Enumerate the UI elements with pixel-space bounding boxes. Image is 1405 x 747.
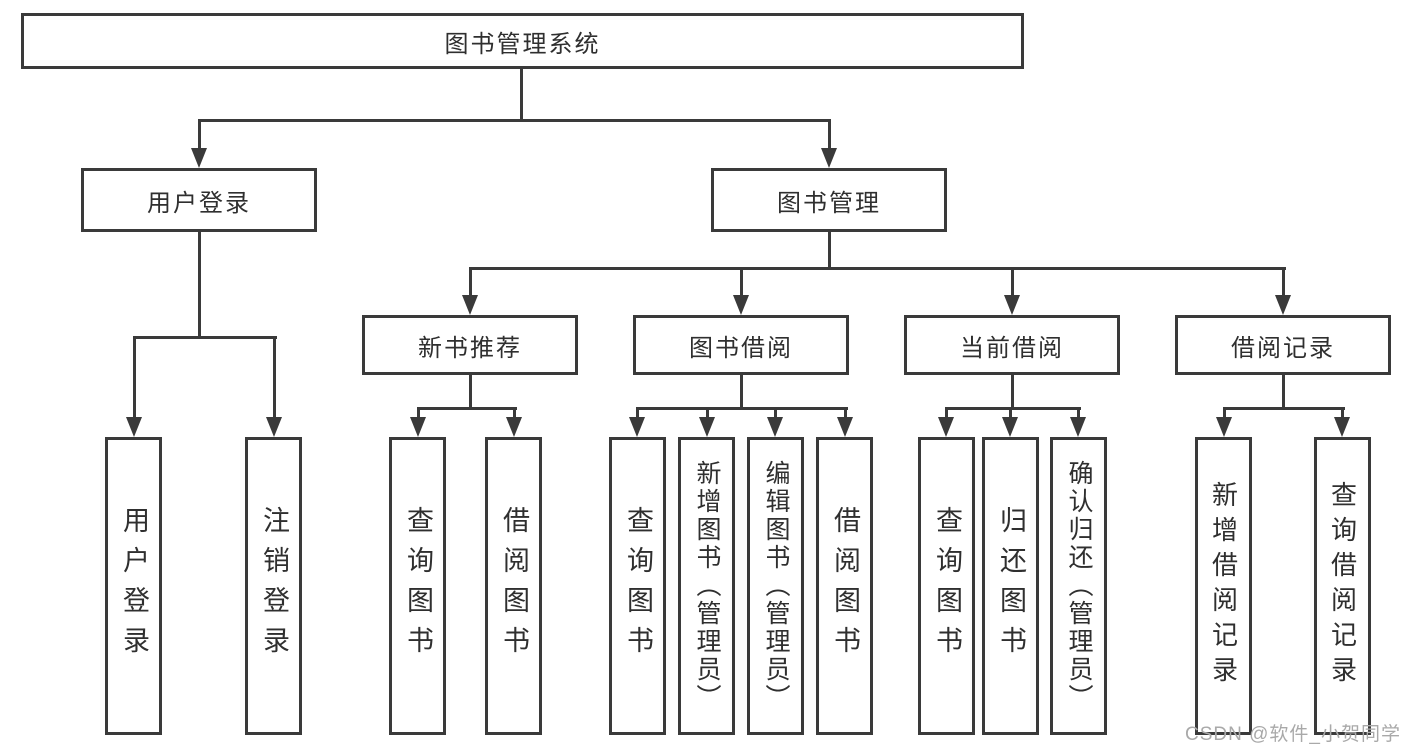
leaf-label: 借阅图书 bbox=[830, 506, 860, 666]
node-new-book-recommend: 新书推荐 bbox=[362, 315, 578, 375]
connector-line bbox=[469, 267, 1286, 270]
node-book-borrowing: 图书借阅 bbox=[633, 315, 849, 375]
arrow-down-icon bbox=[266, 417, 282, 437]
leaf-label: 借阅图书 bbox=[499, 506, 529, 666]
leaf-label: 查询图书 bbox=[623, 506, 653, 666]
arrow-down-icon bbox=[191, 148, 207, 168]
connector-line bbox=[636, 407, 848, 410]
connector-line bbox=[706, 407, 709, 419]
node-label: 新书推荐 bbox=[418, 334, 522, 362]
node-borrowing-records: 借阅记录 bbox=[1175, 315, 1391, 375]
connector-line bbox=[1223, 407, 1226, 419]
arrow-down-icon bbox=[126, 417, 142, 437]
connector-line bbox=[1011, 267, 1014, 297]
leaf-add-books-admin: 新增图书（管理员） bbox=[678, 437, 735, 735]
connector-line bbox=[1282, 267, 1285, 297]
connector-line bbox=[417, 407, 420, 419]
leaf-label: 新增借阅记录 bbox=[1208, 481, 1239, 691]
leaf-user-login: 用户登录 bbox=[105, 437, 162, 735]
leaf-borrow-books-recommend: 借阅图书 bbox=[485, 437, 542, 735]
leaf-label: 确认归还（管理员） bbox=[1065, 460, 1093, 712]
connector-line bbox=[198, 232, 201, 339]
connector-line bbox=[469, 375, 472, 410]
arrow-down-icon bbox=[1334, 417, 1350, 437]
connector-line bbox=[740, 267, 743, 297]
csdn-watermark: CSDN @软件_小贺同学 bbox=[1185, 724, 1401, 745]
connector-line bbox=[828, 119, 831, 150]
leaf-label: 归还图书 bbox=[996, 506, 1026, 666]
arrow-down-icon bbox=[629, 417, 645, 437]
arrow-down-icon bbox=[699, 417, 715, 437]
leaf-confirm-return-admin: 确认归还（管理员） bbox=[1050, 437, 1107, 735]
leaf-label: 编辑图书（管理员） bbox=[762, 460, 790, 712]
connector-line bbox=[1011, 375, 1014, 410]
leaf-edit-books-admin: 编辑图书（管理员） bbox=[747, 437, 804, 735]
leaf-label: 查询借阅记录 bbox=[1327, 481, 1358, 691]
connector-line bbox=[636, 407, 639, 419]
arrow-down-icon bbox=[410, 417, 426, 437]
arrow-down-icon bbox=[821, 148, 837, 168]
connector-line bbox=[1077, 407, 1080, 419]
connector-line bbox=[198, 119, 831, 122]
node-label: 借阅记录 bbox=[1231, 334, 1335, 362]
connector-line bbox=[1282, 375, 1285, 410]
connector-line bbox=[198, 119, 201, 150]
node-user-login: 用户登录 bbox=[81, 168, 317, 232]
connector-line bbox=[1223, 407, 1345, 410]
connector-line bbox=[945, 407, 948, 419]
leaf-query-books-borrowing: 查询图书 bbox=[609, 437, 666, 735]
leaf-label: 用户登录 bbox=[119, 506, 149, 666]
connector-line bbox=[133, 336, 277, 339]
connector-line bbox=[844, 407, 847, 419]
arrow-down-icon bbox=[837, 417, 853, 437]
leaf-borrow-books-borrowing: 借阅图书 bbox=[816, 437, 873, 735]
leaf-label: 查询图书 bbox=[932, 506, 962, 666]
node-label: 图书管理系统 bbox=[444, 30, 601, 58]
arrow-down-icon bbox=[1216, 417, 1232, 437]
arrow-down-icon bbox=[1004, 295, 1020, 315]
connector-line bbox=[828, 232, 831, 270]
leaf-label: 注销登录 bbox=[259, 506, 289, 666]
arrow-down-icon bbox=[733, 295, 749, 315]
connector-line bbox=[1009, 407, 1012, 419]
leaf-query-books-current: 查询图书 bbox=[918, 437, 975, 735]
connector-line bbox=[513, 407, 516, 419]
node-root-library-management-system: 图书管理系统 bbox=[21, 13, 1024, 69]
arrow-down-icon bbox=[1002, 417, 1018, 437]
connector-line bbox=[133, 336, 136, 419]
arrow-down-icon bbox=[1275, 295, 1291, 315]
arrow-down-icon bbox=[938, 417, 954, 437]
node-label: 图书借阅 bbox=[689, 334, 793, 362]
node-book-management: 图书管理 bbox=[711, 168, 947, 232]
leaf-label: 新增图书（管理员） bbox=[693, 460, 721, 712]
node-label: 用户登录 bbox=[147, 189, 251, 217]
leaf-query-books-recommend: 查询图书 bbox=[389, 437, 446, 735]
connector-line bbox=[945, 407, 1081, 410]
connector-line bbox=[273, 336, 276, 419]
connector-line bbox=[469, 267, 472, 297]
arrow-down-icon bbox=[767, 417, 783, 437]
node-label: 当前借阅 bbox=[960, 334, 1064, 362]
connector-line bbox=[1341, 407, 1344, 419]
leaf-label: 查询图书 bbox=[403, 506, 433, 666]
node-current-borrowing: 当前借阅 bbox=[904, 315, 1120, 375]
connector-line bbox=[740, 375, 743, 410]
leaf-add-borrow-record: 新增借阅记录 bbox=[1195, 437, 1252, 735]
arrow-down-icon bbox=[506, 417, 522, 437]
node-label: 图书管理 bbox=[777, 189, 881, 217]
connector-line bbox=[520, 69, 523, 121]
connector-line bbox=[417, 407, 517, 410]
leaf-logout: 注销登录 bbox=[245, 437, 302, 735]
leaf-query-borrow-record: 查询借阅记录 bbox=[1314, 437, 1371, 735]
connector-line bbox=[774, 407, 777, 419]
arrow-down-icon bbox=[462, 295, 478, 315]
leaf-return-books: 归还图书 bbox=[982, 437, 1039, 735]
arrow-down-icon bbox=[1070, 417, 1086, 437]
